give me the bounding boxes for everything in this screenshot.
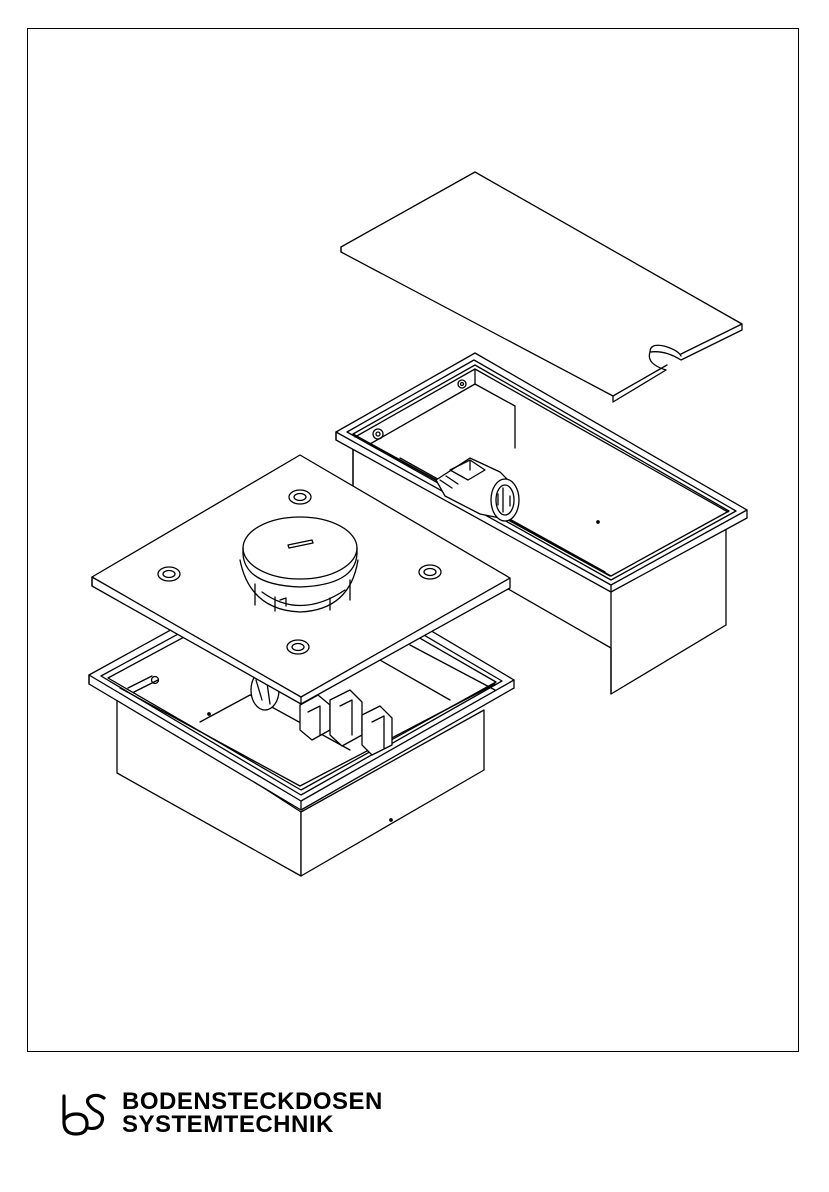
flat-cover-plate (341, 172, 742, 402)
brand-wordmark: BODENSTECKDOSEN SYSTEMTECHNIK (122, 1090, 383, 1136)
logo-icon (60, 1092, 110, 1138)
brand-line-2: SYSTEMTECHNIK (122, 1113, 383, 1136)
brand-line-1: BODENSTECKDOSEN (122, 1090, 383, 1113)
